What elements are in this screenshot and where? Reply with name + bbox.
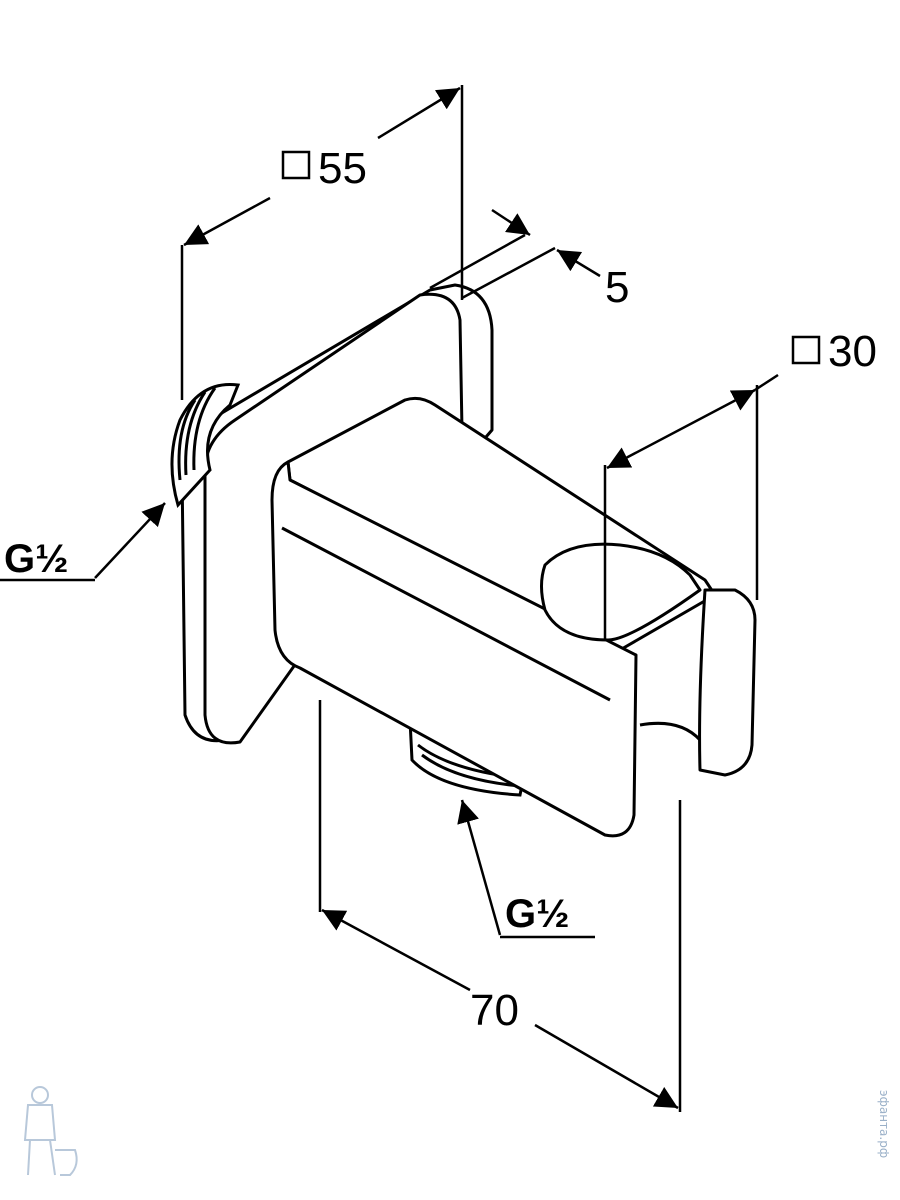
- watermark-text: эфанта.рф: [877, 1090, 891, 1158]
- dim-5-extension-b: [461, 246, 556, 300]
- holder-end-cap: [698, 588, 757, 777]
- dim-5-label: 5: [605, 263, 629, 312]
- holder-cradle-slot: [540, 542, 702, 642]
- dim-55-label: 55: [318, 144, 367, 193]
- square-symbol-icon: [791, 335, 821, 365]
- thread-label-bottom: G½: [505, 892, 569, 936]
- dimension-lines: [0, 85, 779, 1112]
- plumber-logo-icon: [23, 1086, 78, 1176]
- square-symbol-icon: [281, 150, 311, 180]
- rear-thread-connector: [170, 382, 241, 508]
- dim-30-label: 30: [828, 327, 877, 376]
- dim-70-line-a: [321, 908, 471, 992]
- dim-55-line-b: [377, 86, 461, 140]
- dim-70-line-b: [534, 1023, 679, 1110]
- thread-label-rear: G½: [4, 537, 68, 581]
- holder-body: [270, 396, 757, 838]
- dim-5-arrow-a: [491, 208, 531, 237]
- thread-leader-bottom: [457, 799, 502, 936]
- dim-5-arrow-b: [556, 248, 601, 278]
- dim-55-line-a: [183, 196, 271, 247]
- dim-30-leader: [754, 373, 779, 392]
- holder-side-face: [270, 460, 638, 838]
- dim-30-line: [606, 388, 756, 470]
- thread-leader-rear: [94, 502, 166, 579]
- dim-70-label: 70: [470, 986, 519, 1035]
- dim-5-extension-a: [429, 233, 526, 290]
